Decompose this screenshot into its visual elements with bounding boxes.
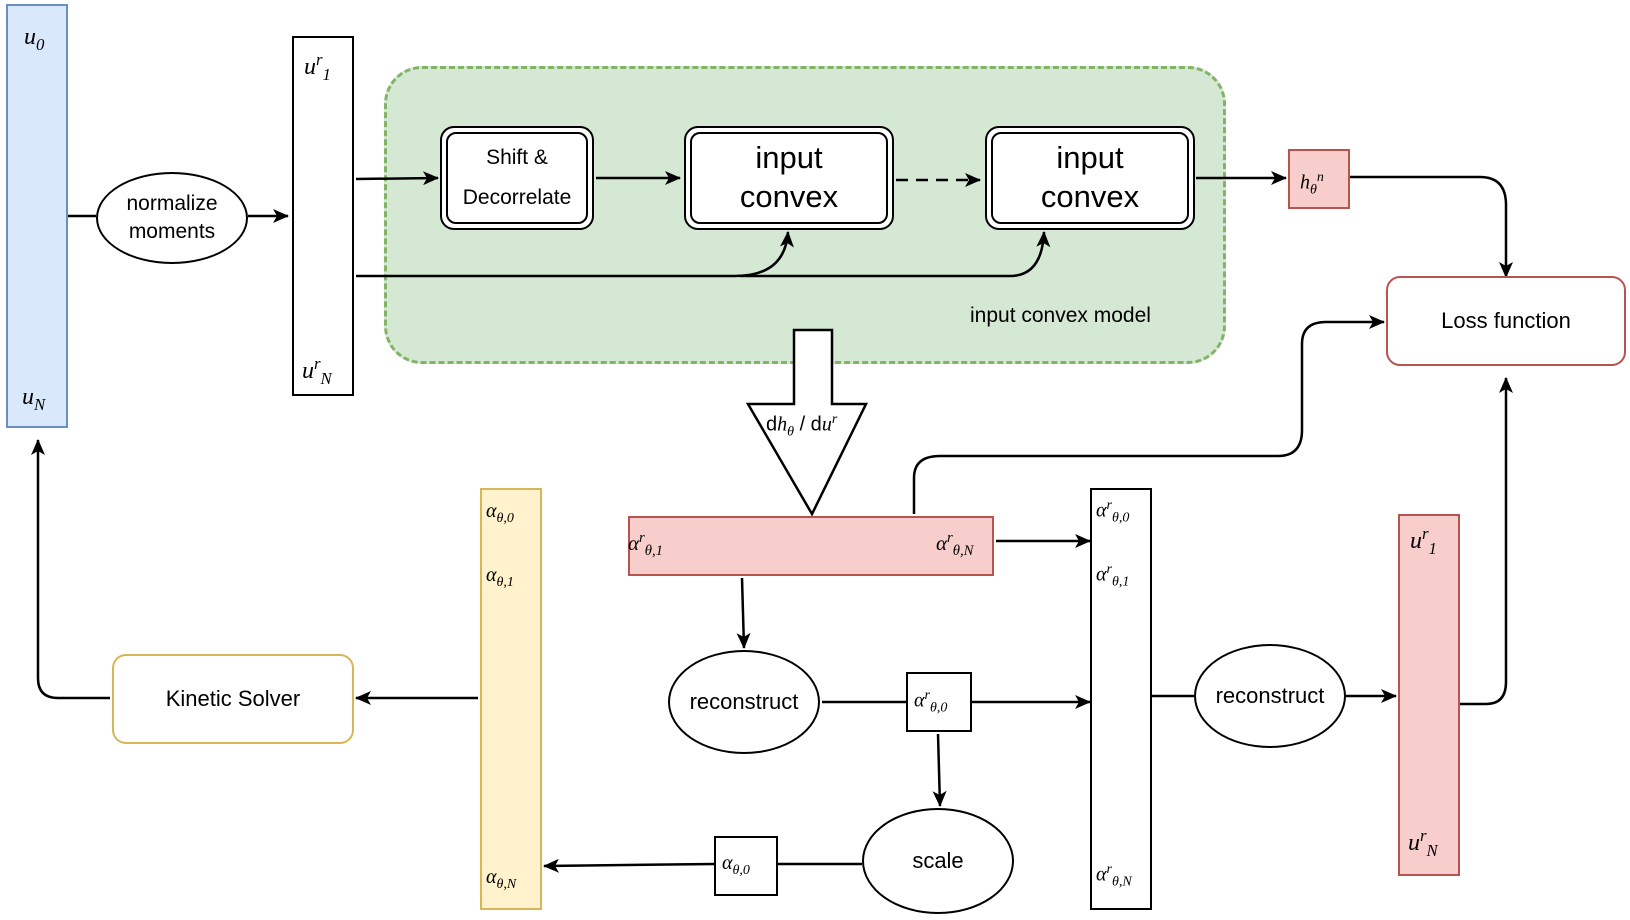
alpha-r0-label: αrθ,0: [914, 688, 948, 716]
alpha-r-vector-item: αrθ,N: [1096, 862, 1132, 890]
shift-decorrelate-node: Shift & Decorrelate: [440, 126, 594, 230]
alpha-vector-item: αθ,0: [486, 500, 514, 526]
kinetic-solver-node: Kinetic Solver: [112, 654, 354, 744]
icnn2-line1: input: [1056, 140, 1124, 176]
loss-function-label: Loss function: [1441, 308, 1571, 333]
ur-vector-bottom: urN: [302, 354, 332, 388]
icnn2-line2: convex: [1040, 179, 1140, 214]
alpha-vector-item: αθ,N: [486, 866, 517, 892]
ur-target-vector: [1398, 514, 1460, 876]
gradient-label: dhθ / dur: [766, 412, 838, 440]
alpha-r-vector-item: αrθ,0: [1096, 498, 1130, 526]
alpha-r-vector: [1090, 488, 1152, 910]
alpha-r-output: [628, 516, 994, 576]
ur-vector-top: ur1: [304, 50, 331, 84]
normalize-line1: normalize: [126, 191, 218, 215]
shift-line1: Shift &: [486, 146, 548, 170]
alpha-r-output-right: αrθ,N: [936, 530, 974, 560]
h-theta-output: [1288, 149, 1350, 209]
shift-line2: Decorrelate: [462, 186, 572, 209]
alpha-vector: [480, 488, 542, 910]
u-vector-top: u0: [24, 24, 45, 54]
reconstruct1-label: reconstruct: [689, 689, 799, 714]
u-vector-bottom: uN: [22, 384, 46, 414]
model-group-label: input convex model: [970, 304, 1151, 327]
h-theta-label: hθn: [1300, 170, 1324, 198]
normalize-line2: moments: [128, 220, 216, 243]
alpha-vector-item: αθ,1: [486, 564, 514, 590]
alpha-r-vector-item: αrθ,1: [1096, 562, 1130, 590]
icnn1-line2: convex: [739, 179, 839, 214]
normalize-moments-node: normalize moments: [96, 172, 248, 264]
ur-vector: [292, 36, 354, 396]
alpha0-box: [714, 836, 778, 896]
ur-target-top: ur1: [1410, 524, 1437, 558]
scale-label: scale: [912, 848, 964, 873]
loss-function-node: Loss function: [1386, 276, 1626, 366]
scale-node: scale: [862, 808, 1014, 914]
alpha0-label: αθ,0: [722, 852, 750, 878]
ur-target-bottom: urN: [1408, 826, 1438, 860]
reconstruct2-label: reconstruct: [1215, 683, 1325, 708]
alpha-r-output-left: αrθ,1: [628, 530, 663, 560]
kinetic-solver-label: Kinetic Solver: [165, 686, 301, 711]
reconstruct-node-2: reconstruct: [1194, 644, 1346, 748]
icnn1-line1: input: [755, 140, 823, 176]
reconstruct-node-1: reconstruct: [668, 650, 820, 754]
alpha-r0-box: [906, 672, 972, 732]
u-vector: [6, 4, 68, 428]
